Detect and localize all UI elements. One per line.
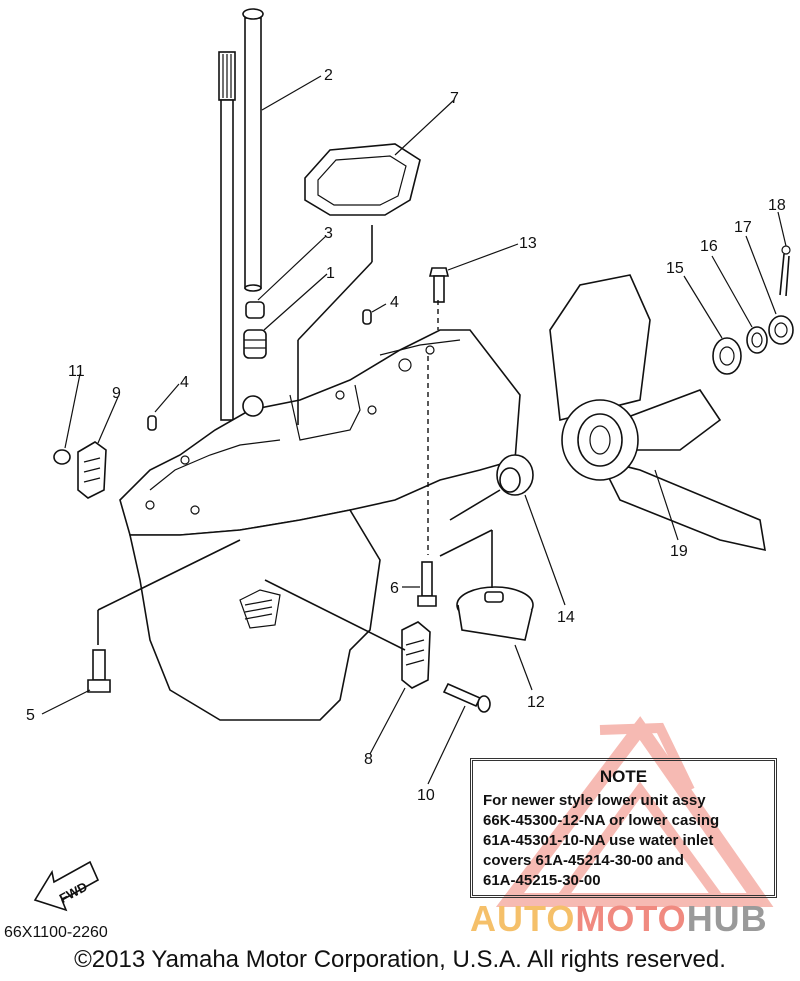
callout-12: 12 (527, 694, 545, 711)
callout-18: 18 (768, 197, 786, 214)
shift-rod (218, 51, 236, 421)
callout-19: 19 (670, 543, 688, 560)
diagram-part-code: 66X1100-2260 (4, 924, 108, 941)
callout-10: 10 (417, 787, 435, 804)
copyright-notice: ©2013 Yamaha Motor Corporation, U.S.A. A… (74, 946, 726, 973)
callout-8: 8 (364, 751, 373, 768)
note-line: For newer style lower unit assy (483, 792, 706, 809)
callout-16: 16 (700, 238, 718, 255)
dowel-pin-right (362, 309, 372, 325)
watermark-logo: AUTOMOTOHUB (470, 898, 800, 939)
leader-lines (41, 75, 787, 785)
watermark-part-3: HUB (686, 898, 768, 939)
note-line: 61A-45301-10-NA use water inlet (483, 832, 714, 849)
note-box: NOTE For newer style lower unit assy 66K… (470, 758, 777, 898)
watermark-part-2: MOTO (575, 898, 687, 939)
bolt-6 (417, 561, 437, 607)
callout-7: 7 (450, 90, 459, 107)
fwd-arrow-icon: FWD (33, 860, 100, 912)
callout-3: 3 (324, 225, 333, 242)
screw-10 (442, 682, 491, 713)
callout-4-left: 4 (180, 374, 189, 391)
bushing-14 (496, 454, 534, 496)
bolt-5 (87, 649, 111, 693)
bolt-13 (428, 267, 450, 303)
callout-17: 17 (734, 219, 752, 236)
gasket (304, 143, 421, 216)
propeller (549, 274, 766, 552)
cotter-pin-18 (779, 245, 791, 297)
dowel-pin-left (147, 415, 157, 431)
note-line: covers 61A-45214-30-00 and (483, 852, 684, 869)
callout-4-right: 4 (390, 294, 399, 311)
watermark-logo-shape (495, 716, 774, 907)
callout-13: 13 (519, 235, 537, 252)
water-inlet-cover-right (401, 621, 431, 689)
callout-5: 5 (26, 707, 35, 724)
water-inlet-cover-left (77, 441, 107, 499)
bushing-part-1 (243, 329, 267, 359)
callout-2: 2 (324, 67, 333, 84)
note-title: NOTE (599, 767, 648, 786)
drive-shaft (242, 8, 264, 292)
callout-9: 9 (112, 385, 121, 402)
note-text: For newer style lower unit assy 66K-4530… (483, 791, 774, 891)
anode-12 (456, 586, 534, 641)
propeller-nut-17 (768, 315, 794, 345)
spacer-15 (712, 337, 742, 375)
callout-11: 11 (68, 363, 85, 380)
nut-11 (53, 449, 71, 465)
callout-15: 15 (666, 260, 684, 277)
callout-6: 6 (390, 580, 399, 597)
callout-1: 1 (326, 265, 335, 282)
watermark-part-1: AUTO (470, 898, 576, 939)
seal-part-3 (245, 301, 265, 319)
lower-casing (119, 329, 521, 721)
callout-14: 14 (557, 609, 575, 626)
washer-16 (746, 326, 768, 354)
note-line: 61A-45215-30-00 (483, 872, 601, 889)
callout-labels: 2 7 3 1 4 4 11 9 13 15 16 17 18 19 6 14 … (26, 67, 786, 804)
note-line: 66K-45300-12-NA or lower casing (483, 812, 720, 829)
